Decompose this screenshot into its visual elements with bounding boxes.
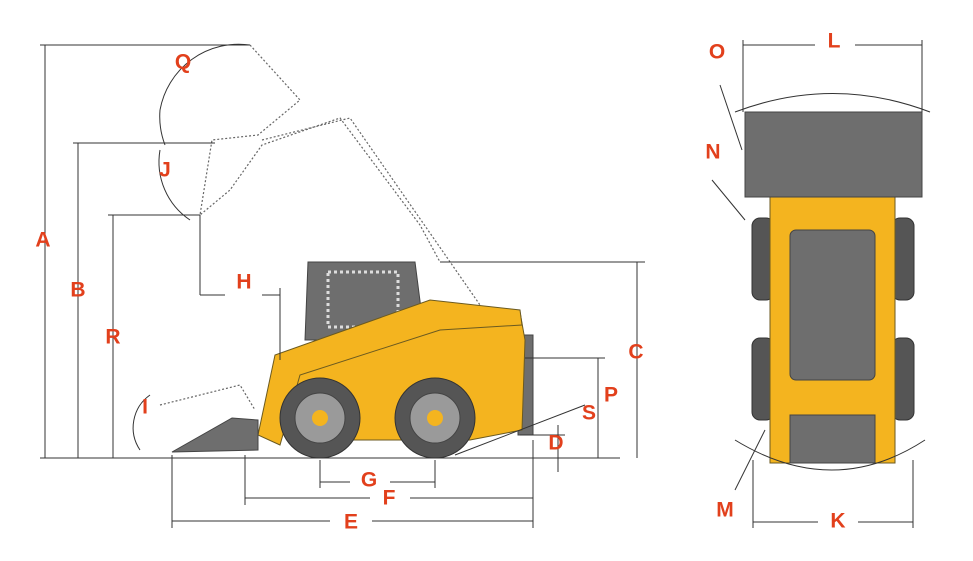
label-o: O	[709, 41, 725, 64]
cab-grille	[326, 270, 400, 329]
top-engine-cover	[789, 414, 876, 464]
label-s: S	[582, 402, 596, 425]
top-bucket	[744, 111, 923, 198]
label-d: D	[548, 432, 563, 455]
top-cab	[789, 229, 876, 381]
label-m: M	[716, 499, 734, 522]
label-i: I	[142, 396, 148, 419]
label-q: Q	[175, 51, 191, 74]
label-b: B	[70, 279, 85, 302]
label-l: L	[828, 30, 841, 53]
label-h: H	[236, 271, 251, 294]
label-k: K	[830, 510, 845, 533]
departure-angle-line	[454, 404, 586, 456]
side-dimension-lines	[40, 43, 645, 528]
label-c: C	[628, 341, 643, 364]
label-j: J	[159, 159, 171, 182]
label-g: G	[361, 469, 377, 492]
tilted-bucket-outline	[159, 384, 256, 411]
label-f: F	[383, 487, 396, 510]
top-dimension-lines	[711, 40, 923, 528]
label-r: R	[105, 326, 120, 349]
label-a: A	[35, 229, 50, 252]
side-view-loader	[159, 44, 586, 459]
dimension-labels: A B C D E F G H I J K L M N O P Q R S	[35, 30, 845, 534]
label-p: P	[604, 384, 618, 407]
label-e: E	[344, 511, 358, 534]
label-n: N	[705, 141, 720, 164]
top-view-loader	[734, 93, 931, 471]
raised-arm-outline	[199, 44, 441, 263]
bucket	[171, 417, 259, 453]
